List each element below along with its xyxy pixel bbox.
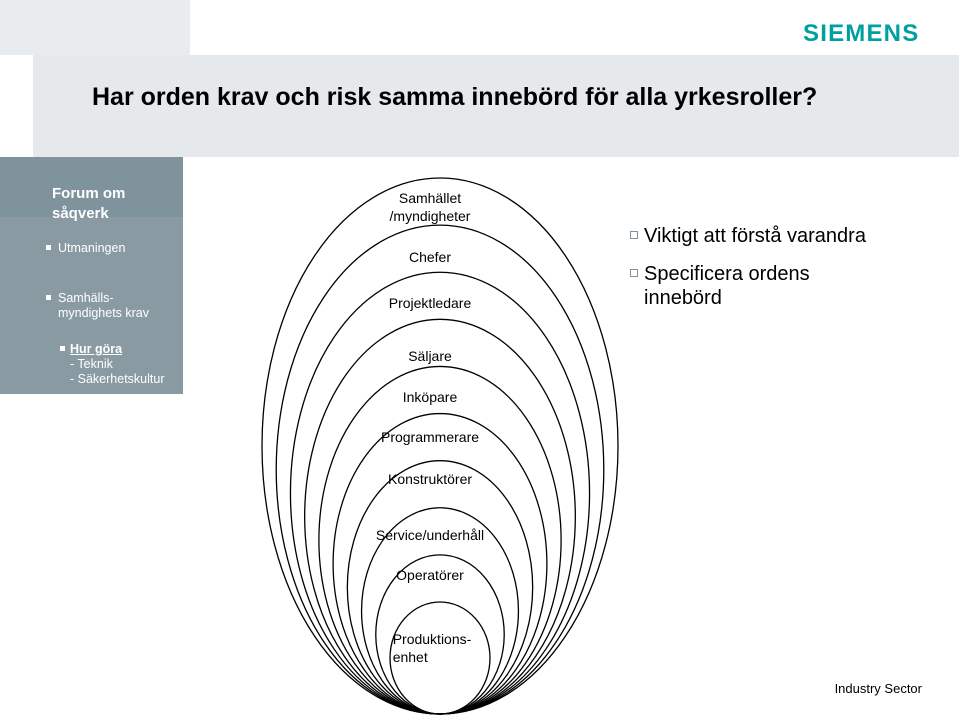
layer-label-konstruktorer: Konstruktörer: [387, 471, 473, 487]
corner-strip: [182, 0, 190, 55]
sidebar-item-label: myndighets krav: [58, 306, 150, 320]
bullet-list: Viktigt att förstå varandra Specificera …: [630, 224, 950, 324]
bullet-square-icon: [46, 295, 51, 300]
slide-title: Har orden krav och risk samma innebörd f…: [92, 83, 818, 111]
sidebar-item-label: Hur göra: [70, 342, 123, 356]
layer-label-samhallet: Samhället /myndigheter: [389, 190, 471, 224]
sidebar-item-label: Samhälls-: [58, 291, 114, 305]
sidebar-header-block: [0, 157, 183, 217]
onion-layer-ellipse: [346, 460, 534, 715]
sidebar-heading-line2: såqverk: [52, 205, 109, 222]
sidebar-item-hur-gora[interactable]: Hur göra - Teknik - Säkerhetskultur: [60, 342, 165, 387]
layer-label-service-underhall: Service/underhåll: [375, 527, 485, 543]
siemens-logo: SIEMENS: [803, 20, 920, 47]
corner-block: [0, 0, 182, 55]
title-band: [33, 55, 959, 157]
bullet-square-icon: [630, 231, 638, 239]
bullet-item: Viktigt att förstå varandra: [630, 224, 950, 248]
layer-label-produktionsenhet: Produktions- enhet: [392, 631, 472, 665]
sidebar-subitem-sakerhetskultur: - Säkerhetskultur: [70, 372, 165, 386]
bullet-square-icon: [60, 346, 65, 351]
sidebar-item-samhallsmyndighets-krav[interactable]: Samhälls- myndighets krav: [46, 291, 150, 321]
footer-industry-sector: Industry Sector: [834, 681, 922, 696]
bullet-square-icon: [46, 245, 51, 250]
layer-label-saljare: Säljare: [408, 348, 452, 364]
sidebar-item-label: Utmaningen: [58, 241, 126, 255]
sidebar-subitem-teknik: - Teknik: [70, 357, 113, 371]
sidebar-item-utmaningen[interactable]: Utmaningen: [46, 241, 126, 256]
layer-label-programmerare: Programmerare: [380, 429, 480, 445]
onion-layer-ellipse: [389, 601, 491, 715]
layer-label-operatorer: Operatörer: [396, 567, 464, 583]
sidebar-heading[interactable]: Forum om såqverk: [52, 184, 125, 224]
layer-label-projektledare: Projektledare: [388, 295, 472, 311]
bullet-square-icon: [630, 269, 638, 277]
layer-label-inkopare: Inköpare: [402, 389, 458, 405]
sidebar-heading-line1: Forum om: [52, 185, 126, 202]
onion-layer-ellipse: [332, 412, 548, 715]
bullet-item: Specificera ordens innebörd: [630, 262, 950, 310]
layer-label-chefer: Chefer: [408, 249, 452, 265]
